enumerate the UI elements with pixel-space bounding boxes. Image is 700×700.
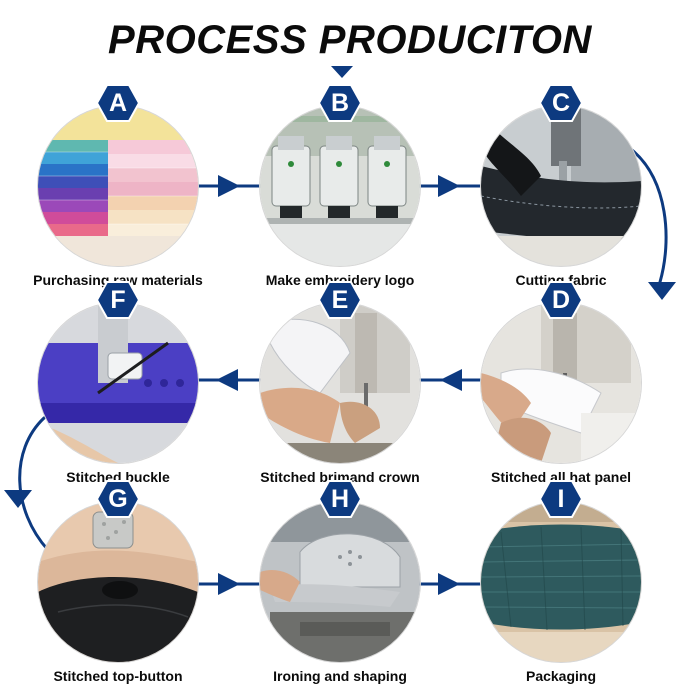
step-e-letter: E xyxy=(331,286,349,314)
arrow-b-c xyxy=(438,175,460,197)
step-c-photo xyxy=(481,106,641,266)
step-f-letter: F xyxy=(110,286,126,314)
step-a-label: Purchasing raw materials xyxy=(33,272,203,288)
connector-c-d xyxy=(630,148,668,284)
step-f-photo xyxy=(38,303,198,463)
step-g-photo xyxy=(38,502,198,662)
step-e-photo xyxy=(260,303,420,463)
arrow-g-h xyxy=(218,573,240,595)
step-f-label: Stitched buckle xyxy=(66,469,170,485)
step-d-badge: D xyxy=(539,281,583,319)
step-a-badge: A xyxy=(96,84,140,122)
step-a-letter: A xyxy=(108,89,128,117)
step-g-label: Stitched top-button xyxy=(53,668,183,684)
step-h-photo xyxy=(260,502,420,662)
step-h-letter: H xyxy=(330,485,350,513)
step-i-letter: I xyxy=(557,485,565,513)
step-f-badge: F xyxy=(96,281,140,319)
arrow-a-b xyxy=(218,175,240,197)
step-g-badge: G xyxy=(96,480,140,518)
step-c-badge: C xyxy=(539,84,583,122)
step-d-letter: D xyxy=(551,286,571,314)
arrow-title-down xyxy=(331,66,353,78)
arrow-e-f xyxy=(216,369,238,391)
step-a-photo xyxy=(38,106,198,266)
arrow-c-d xyxy=(648,282,676,300)
step-i-photo xyxy=(481,502,641,662)
connector-f-g xyxy=(18,416,50,552)
step-b-label: Make embroidery logo xyxy=(265,272,415,288)
step-c-label: Cutting fabric xyxy=(515,272,607,288)
step-b-photo xyxy=(260,106,420,266)
step-b-badge: B xyxy=(318,84,362,122)
arrow-f-g xyxy=(4,490,32,508)
step-b-letter: B xyxy=(330,89,350,117)
step-h-label: Ironing and shaping xyxy=(273,668,407,684)
step-c-letter: C xyxy=(551,89,571,117)
arrow-d-e xyxy=(440,369,462,391)
step-e-label: Stitched brimand crown xyxy=(260,469,420,485)
step-i-label: Packaging xyxy=(525,668,597,684)
page-title: PROCESS PRODUCITON xyxy=(108,18,592,62)
step-e-badge: E xyxy=(318,281,362,319)
arrow-h-i xyxy=(438,573,460,595)
step-d-photo xyxy=(481,303,641,463)
step-d-label: Stitched all hat panel xyxy=(490,469,632,485)
step-g-letter: G xyxy=(108,485,128,513)
step-h-badge: H xyxy=(318,480,362,518)
step-i-badge: I xyxy=(539,480,583,518)
